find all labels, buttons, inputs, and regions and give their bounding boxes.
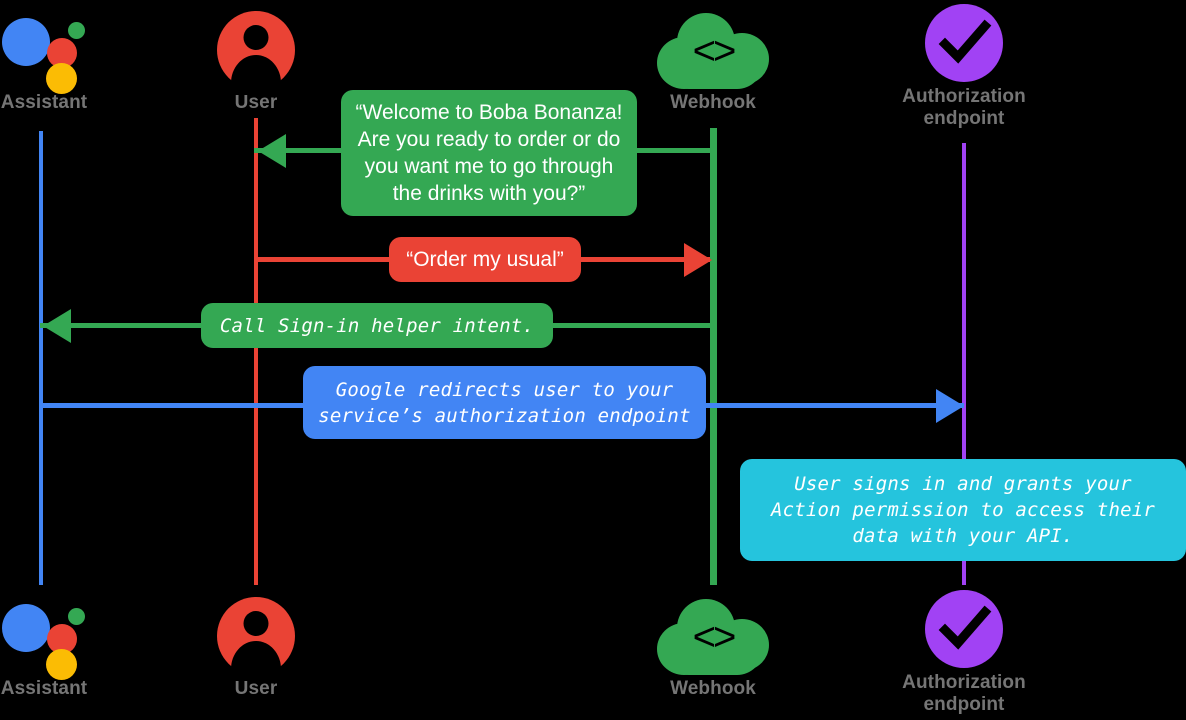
assistant-dot-blue [2,18,50,66]
webhook-icon-wrap: <> [613,8,813,92]
google-assistant-icon [2,596,86,680]
actor-user-top: User [156,8,356,114]
actor-assistant-top: Assistant [0,8,144,114]
arrow-head-order [684,243,712,277]
actor-label-user-top: User [234,92,278,113]
user-avatar-icon [217,11,295,95]
actor-user-bottom: User [156,594,356,700]
arrow-head-redirect [936,389,964,423]
actor-label-webhook-top: Webhook [670,92,756,113]
actor-label-auth-bottom: Authorization endpoint [902,672,1026,715]
arrow-head-welcome [258,134,286,168]
cloud-base [663,639,763,675]
avatar-head [243,611,269,636]
actor-label-assistant-top: Assistant [0,92,88,113]
arrow-head-signin [43,309,71,343]
actor-label-user-bottom: User [234,678,278,699]
auth-icon-wrap-bottom [864,586,1064,672]
actor-webhook-top: <> Webhook [613,8,813,114]
assistant-dot-yellow [46,63,77,94]
cloud-code-icon: <> [657,597,769,675]
cloud-code-icon: <> [657,11,769,89]
message-text-signin: Call Sign-in helper intent. [219,314,535,337]
lifeline-webhook [710,128,717,585]
message-text-redirect: Google redirects user to your service’s … [318,378,691,427]
actor-webhook-bottom: <> Webhook [613,594,813,700]
lifeline-user [254,118,258,585]
assistant-dot-blue [2,604,50,652]
actor-auth-top: Authorization endpoint [864,0,1064,130]
message-bubble-redirect: Google redirects user to your service’s … [303,366,706,439]
actor-assistant-bottom: Assistant [0,594,144,700]
actor-label-webhook-bottom: Webhook [670,678,756,699]
actor-label-assistant-bottom: Assistant [0,678,88,699]
message-text-welcome: “Welcome to Boba Bonanza! Are you ready … [355,101,623,205]
cloud-base [663,53,763,89]
message-text-order: “Order my usual” [406,248,564,271]
message-text-grant: User signs in and grants your Action per… [770,473,1156,547]
purple-check-circle-icon [925,590,1003,668]
message-bubble-order: “Order my usual” [389,237,581,282]
code-brackets-glyph: <> [692,29,737,73]
user-icon-wrap-bottom [156,594,356,681]
avatar-body [231,55,281,95]
lifeline-assistant [39,131,43,585]
user-icon-wrap [156,8,356,95]
assistant-icon-wrap-bottom [0,594,144,680]
assistant-icon-wrap [0,8,144,94]
webhook-icon-wrap-bottom: <> [613,594,813,678]
auth-icon-wrap [864,0,1064,86]
user-avatar-icon [217,597,295,681]
avatar-body [231,641,281,681]
assistant-dot-green [68,608,85,625]
purple-check-circle-icon [925,4,1003,82]
google-assistant-icon [2,10,86,94]
actor-label-auth-top: Authorization endpoint [902,86,1026,129]
avatar-head [243,25,269,50]
code-brackets-glyph: <> [692,615,737,659]
assistant-dot-yellow [46,649,77,680]
assistant-dot-green [68,22,85,39]
message-bubble-welcome: “Welcome to Boba Bonanza! Are you ready … [341,90,637,216]
lifeline-auth [962,143,966,585]
actor-auth-bottom: Authorization endpoint [864,586,1064,716]
message-bubble-grant: User signs in and grants your Action per… [740,459,1186,561]
message-bubble-signin: Call Sign-in helper intent. [201,303,553,348]
